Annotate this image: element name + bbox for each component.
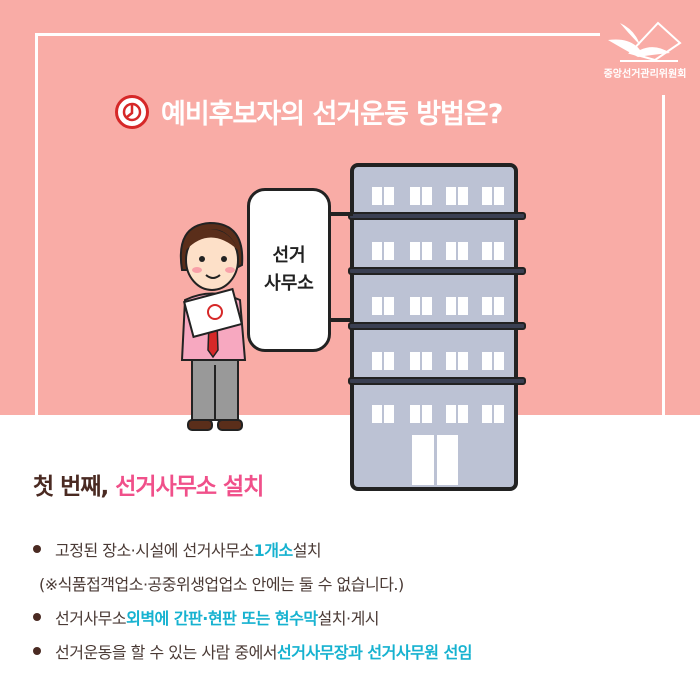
window: [384, 297, 394, 315]
window: [372, 242, 382, 260]
window: [482, 187, 492, 205]
window: [384, 187, 394, 205]
window: [446, 187, 456, 205]
window: [446, 242, 456, 260]
window: [494, 187, 504, 205]
window: [446, 352, 456, 370]
list-item: 고정된 장소·시설에 선거사무소 1개소 설치: [33, 532, 472, 566]
item-text: 선거운동을 할 수 있는 사람 중에서: [55, 643, 278, 662]
window: [410, 405, 420, 423]
window: [494, 297, 504, 315]
window: [372, 405, 382, 423]
info-list: 고정된 장소·시설에 선거사무소 1개소 설치 (※식품접객업소·공중위생업업소…: [33, 532, 473, 668]
org-name: 중앙선거관리위원회: [603, 69, 687, 80]
floor-band: [348, 267, 526, 275]
frame-line: [662, 95, 665, 415]
window: [458, 405, 468, 423]
item-highlight: 1개소: [253, 541, 294, 560]
item-highlight: 외벽에 간판·현판 또는 현수막: [126, 609, 318, 628]
window: [494, 405, 504, 423]
office-building-illustration: [348, 163, 526, 491]
vote-stamp-icon: [115, 94, 149, 129]
window: [494, 242, 504, 260]
ballot-bird-icon: [608, 21, 682, 62]
item-text: 설치·게시: [317, 609, 380, 628]
window: [458, 297, 468, 315]
window: [410, 297, 420, 315]
heading-prefix: 첫 번째,: [33, 474, 109, 500]
window: [458, 352, 468, 370]
item-text: 설치: [292, 541, 322, 560]
frame-line: [35, 33, 38, 415]
window: [482, 352, 492, 370]
window: [482, 405, 492, 423]
window: [422, 187, 432, 205]
list-item: 선거사무소 외벽에 간판·현판 또는 현수막 설치·게시: [33, 600, 472, 634]
window: [458, 187, 468, 205]
window: [372, 187, 382, 205]
window: [372, 352, 382, 370]
window: [384, 352, 394, 370]
sign-line: 선거: [272, 245, 306, 266]
section-heading: 첫 번째, 선거사무소 설치: [33, 467, 264, 501]
sign-bracket: [331, 318, 353, 322]
item-highlight: 선거사무장과 선거사무원 선임: [277, 643, 473, 662]
bullet-icon: [33, 647, 41, 655]
window: [410, 352, 420, 370]
frame-line: [35, 33, 600, 36]
bullet-icon: [33, 545, 41, 553]
window: [372, 297, 382, 315]
floor-band: [348, 377, 526, 385]
window: [422, 405, 432, 423]
window: [384, 242, 394, 260]
window: [458, 242, 468, 260]
window: [446, 405, 456, 423]
sign-line: 사무소: [264, 273, 314, 294]
window: [410, 242, 420, 260]
window: [494, 352, 504, 370]
heading-highlight: 선거사무소 설치: [115, 474, 264, 500]
window: [422, 297, 432, 315]
bullet-icon: [33, 613, 41, 621]
window: [384, 405, 394, 423]
window: [422, 352, 432, 370]
list-item: 선거운동을 할 수 있는 사람 중에서 선거사무장과 선거사무원 선임: [33, 634, 473, 668]
nec-logo: 중앙선거관리위원회: [600, 15, 690, 85]
sign-bracket: [331, 212, 353, 216]
building-door: [412, 435, 458, 485]
list-note: (※식품접객업소·공중위생업업소 안에는 둘 수 없습니다.): [39, 575, 404, 594]
page-title: 예비후보자의 선거운동 방법은?: [115, 92, 503, 131]
window: [482, 297, 492, 315]
window: [422, 242, 432, 260]
window: [410, 187, 420, 205]
window: [482, 242, 492, 260]
candidate-person-illustration: [179, 221, 247, 431]
window: [446, 297, 456, 315]
floor-band: [348, 322, 526, 330]
title-text: 예비후보자의 선거운동 방법은?: [161, 99, 503, 130]
item-text: 선거사무소: [55, 609, 127, 628]
item-text: 고정된 장소·시설에 선거사무소: [55, 541, 254, 560]
floor-band: [348, 212, 526, 220]
